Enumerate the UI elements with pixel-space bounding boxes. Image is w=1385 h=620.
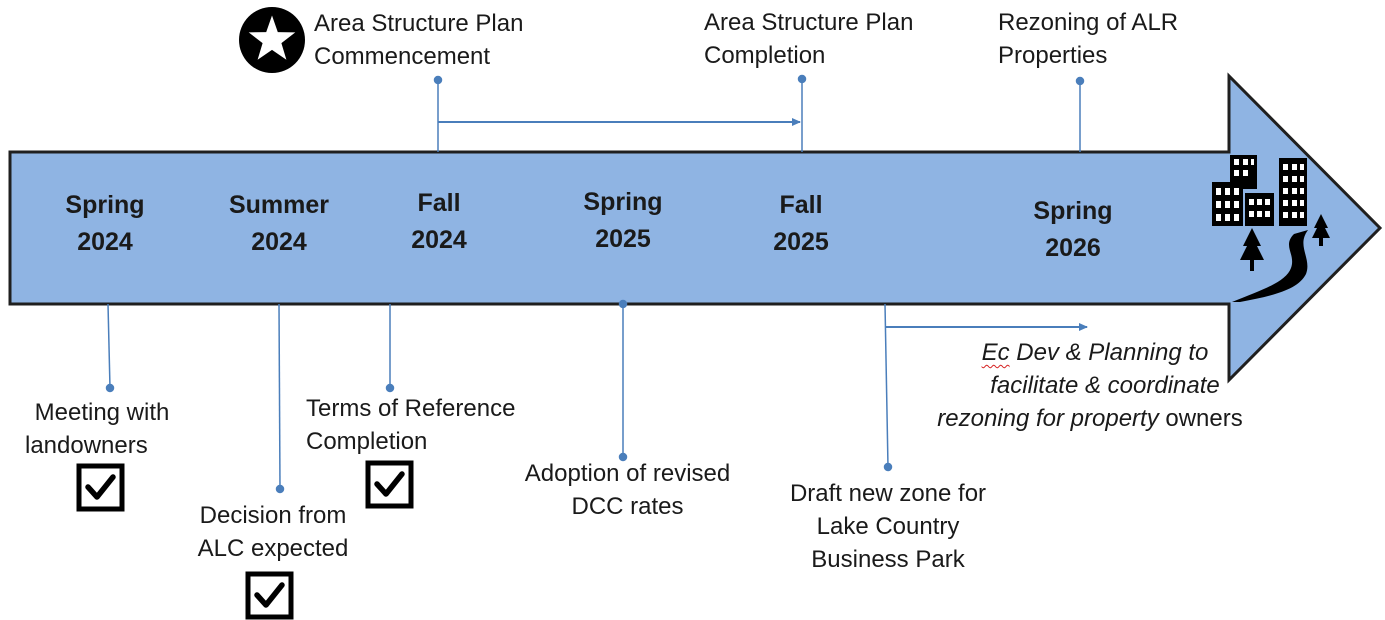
- building-icon: [1245, 193, 1274, 226]
- season-year: 2025: [773, 228, 829, 256]
- season-fall-2024: Fall 2024: [379, 185, 499, 259]
- road-icon: [1232, 230, 1308, 302]
- season-fall-2025: Fall 2025: [741, 187, 861, 261]
- milestone-label-line: Commencement: [314, 43, 491, 70]
- ecdev-planning-note: Ec Dev & Planning to facilitate & coordi…: [915, 336, 1265, 435]
- milestone-asp-commencement: Area Structure Plan Commencement: [314, 7, 523, 73]
- season-year: 2025: [595, 225, 651, 253]
- checkbox-checked-icon: [245, 571, 294, 620]
- building-icon: [1279, 158, 1307, 226]
- milestone-label-line: Terms of Reference: [306, 395, 516, 422]
- note-line: facilitate & coordinate: [990, 372, 1220, 399]
- season-spring-2025: Spring 2025: [563, 184, 683, 258]
- season-year: 2024: [77, 228, 133, 256]
- city-park-icon: [1212, 155, 1330, 302]
- connector-dot: [385, 383, 395, 393]
- connector-dot: [883, 462, 893, 472]
- connector-meeting-landowners: [107, 303, 111, 389]
- note-abbr: Ec: [981, 339, 1010, 366]
- building-icon: [1230, 155, 1257, 189]
- note-line: Ec Dev & Planning to: [915, 336, 1265, 369]
- tree-icon: [1240, 228, 1264, 271]
- season-summer-2024: Summer 2024: [214, 187, 344, 261]
- season-year: 2024: [411, 226, 467, 254]
- connector-dot: [797, 74, 807, 84]
- milestone-label-line: Meeting with: [34, 399, 170, 426]
- note-line: rezoning for property owners: [915, 402, 1265, 435]
- season-year: 2026: [1045, 234, 1101, 262]
- connector-dot: [618, 299, 628, 309]
- connector-draft-zone: [884, 303, 889, 468]
- connector-dot: [433, 75, 443, 85]
- connector-dot: [275, 484, 285, 494]
- milestone-label-line: Rezoning of ALR: [998, 9, 1179, 36]
- milestone-label-line: Draft new zone for: [789, 480, 987, 507]
- milestone-label-line: Area Structure Plan: [314, 10, 524, 37]
- note-text: Dev & Planning to: [1009, 339, 1209, 366]
- milestone-label-line: DCC rates: [571, 493, 684, 520]
- milestone-terms-of-reference: Terms of Reference Completion: [306, 392, 515, 458]
- connector-dot: [1075, 76, 1085, 86]
- milestone-meeting-landowners: Meeting with landowners: [17, 396, 187, 462]
- milestone-dcc-rates: Adoption of revised DCC rates: [505, 457, 750, 523]
- milestone-label-line: Completion: [704, 42, 826, 69]
- milestone-label-line: Adoption of revised: [524, 460, 731, 487]
- milestone-label-line: Lake Country: [816, 513, 960, 540]
- milestone-label-line: landowners: [25, 432, 148, 459]
- connector-dot: [105, 383, 115, 393]
- milestone-alc-decision: Decision from ALC expected: [183, 499, 363, 565]
- milestone-asp-completion: Area Structure Plan Completion: [704, 6, 913, 72]
- season-name: Spring: [65, 191, 145, 219]
- note-text: rezoning for property: [937, 405, 1159, 432]
- season-name: Fall: [779, 191, 823, 219]
- milestone-label-line: Properties: [998, 42, 1108, 69]
- building-icon: [1212, 182, 1243, 226]
- connector-dot: [618, 452, 628, 462]
- season-spring-2026: Spring 2026: [1013, 193, 1133, 267]
- checkbox-checked-icon: [76, 463, 125, 512]
- connectors-below: [105, 299, 1088, 494]
- milestone-alr-rezoning: Rezoning of ALR Properties: [998, 6, 1178, 72]
- tree-icon: [1312, 214, 1330, 246]
- season-name: Fall: [417, 189, 461, 217]
- season-spring-2024: Spring 2024: [45, 187, 165, 261]
- star-icon: [239, 7, 305, 73]
- milestone-label-line: Area Structure Plan: [704, 9, 914, 36]
- season-name: Summer: [228, 191, 330, 219]
- season-name: Spring: [1033, 197, 1113, 225]
- timeline-arrow: [8, 72, 1383, 384]
- connectors-above: [433, 74, 1085, 152]
- milestone-draft-zone: Draft new zone for Lake Country Business…: [768, 477, 1008, 576]
- milestone-label-line: Business Park: [811, 546, 965, 573]
- note-text: owners: [1158, 405, 1243, 432]
- milestone-label-line: Decision from: [199, 502, 347, 529]
- milestone-label-line: Completion: [306, 428, 428, 455]
- checkbox-checked-icon: [365, 460, 414, 509]
- season-year: 2024: [251, 228, 307, 256]
- season-name: Spring: [583, 188, 663, 216]
- connector-alc-decision: [278, 303, 281, 490]
- milestone-label-line: ALC expected: [197, 535, 349, 562]
